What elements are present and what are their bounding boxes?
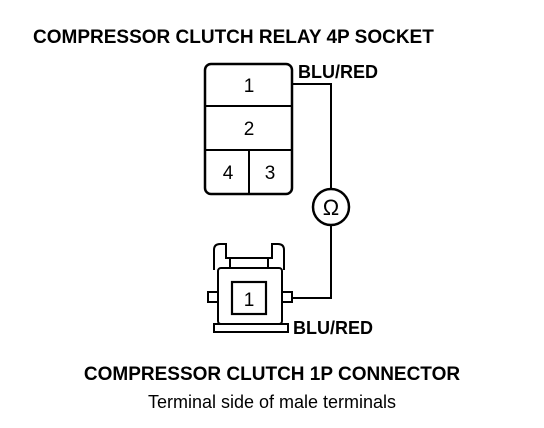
clutch-connector-flange	[213, 323, 289, 333]
clutch-connector-title: COMPRESSOR CLUTCH 1P CONNECTOR	[84, 364, 460, 385]
clutch-connector	[207, 243, 293, 333]
wire-relay-to-meter	[292, 83, 332, 188]
relay-socket: 1 2 4 3	[203, 62, 294, 196]
relay-wire-label: BLU/RED	[298, 62, 378, 82]
wire-meter-to-clutch	[290, 225, 332, 299]
clutch-connector-tab-right	[281, 291, 293, 303]
clutch-pin-1: 1	[244, 290, 255, 311]
clutch-connector-subtitle: Terminal side of male terminals	[148, 392, 396, 412]
clutch-connector-latch-inner	[229, 257, 269, 269]
relay-pin-1: 1	[244, 76, 255, 97]
ohmmeter: Ω	[311, 187, 351, 227]
clutch-connector-tab-left	[207, 291, 219, 303]
relay-pin-3: 3	[265, 163, 276, 184]
clutch-terminal	[230, 280, 268, 316]
clutch-wire-label: BLU/RED	[293, 318, 373, 338]
ohm-symbol: Ω	[323, 195, 339, 220]
relay-pin-2: 2	[244, 119, 255, 140]
relay-pin-4: 4	[223, 163, 234, 184]
relay-socket-title: COMPRESSOR CLUTCH RELAY 4P SOCKET	[33, 27, 434, 48]
